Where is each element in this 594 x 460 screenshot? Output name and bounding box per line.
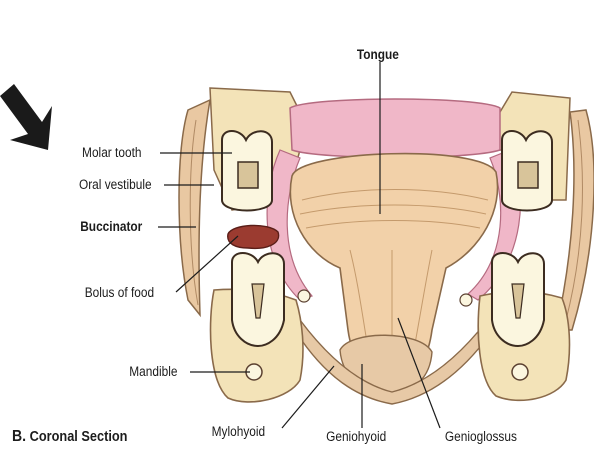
- label-geniohyoid: Geniohyoid: [326, 429, 386, 445]
- palate-mucosa: [290, 99, 500, 158]
- right-duct: [460, 294, 472, 306]
- caption-title: Coronal Section: [30, 429, 128, 445]
- label-mylohyoid: Mylohyoid: [212, 424, 265, 440]
- figure-caption: B. Coronal Section: [12, 428, 127, 446]
- label-genioglossus: Genioglossus: [445, 429, 517, 445]
- label-bolus-of-food: Bolus of food: [85, 285, 154, 301]
- direction-arrow-icon: [0, 84, 52, 150]
- label-molar-tooth: Molar tooth: [82, 145, 141, 161]
- label-buccinator: Buccinator: [80, 219, 142, 235]
- caption-letter: B.: [12, 428, 26, 445]
- label-oral-vestibule: Oral vestibule: [79, 177, 152, 193]
- bolus-of-food: [228, 225, 279, 248]
- label-tongue: Tongue: [357, 47, 399, 63]
- left-duct: [298, 290, 310, 302]
- upper-right-molar: [502, 131, 552, 211]
- lower-left-molar: [232, 253, 284, 346]
- upper-left-molar: [222, 131, 272, 211]
- left-cheek-buccinator: [179, 100, 210, 315]
- label-mandible: Mandible: [129, 364, 177, 380]
- lower-right-molar: [492, 253, 544, 346]
